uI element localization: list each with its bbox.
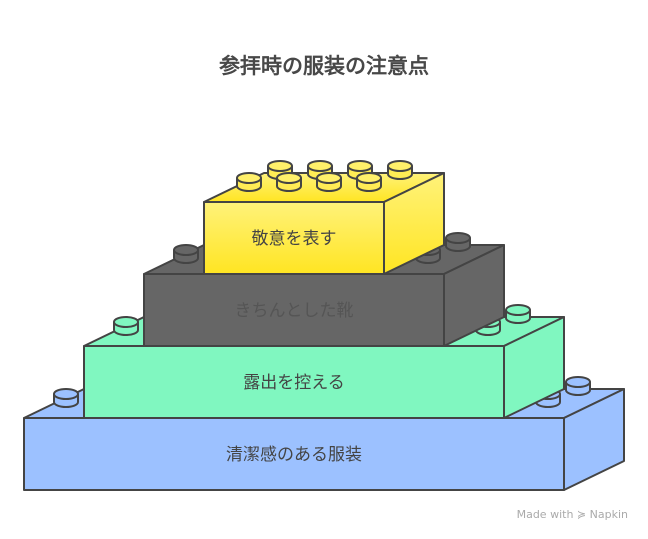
block-label-clean: 清潔感のある服装: [226, 445, 362, 465]
block-respect-front: [203, 201, 385, 275]
block-exposure-front: [83, 345, 505, 419]
stud-top: [276, 172, 302, 184]
stud-top: [387, 160, 413, 172]
diagram-title: 参拝時の服装の注意点: [219, 54, 429, 78]
stud-top: [307, 160, 333, 172]
stud-top: [505, 304, 531, 316]
napkin-credit: Made with ≽ Napkin: [517, 508, 628, 521]
block-label-shoes: きちんとした靴: [235, 301, 354, 321]
napkin-logo-icon: ≽: [576, 508, 587, 521]
stud-top: [113, 316, 139, 328]
block-label-respect: 敬意を表す: [252, 229, 337, 249]
block-clean-front: [23, 417, 565, 491]
block-label-exposure: 露出を控える: [243, 373, 345, 393]
stud-top: [173, 244, 199, 256]
stud-top: [356, 172, 382, 184]
stud-top: [565, 376, 591, 388]
credit-text: Made with: [516, 508, 574, 521]
stud-top: [53, 388, 79, 400]
stud-top: [236, 172, 262, 184]
block-shoes-front: [143, 273, 445, 347]
stud-top: [316, 172, 342, 184]
stud-top: [267, 160, 293, 172]
stud-top: [445, 232, 471, 244]
stud-top: [347, 160, 373, 172]
credit-brand: Napkin: [589, 508, 628, 521]
